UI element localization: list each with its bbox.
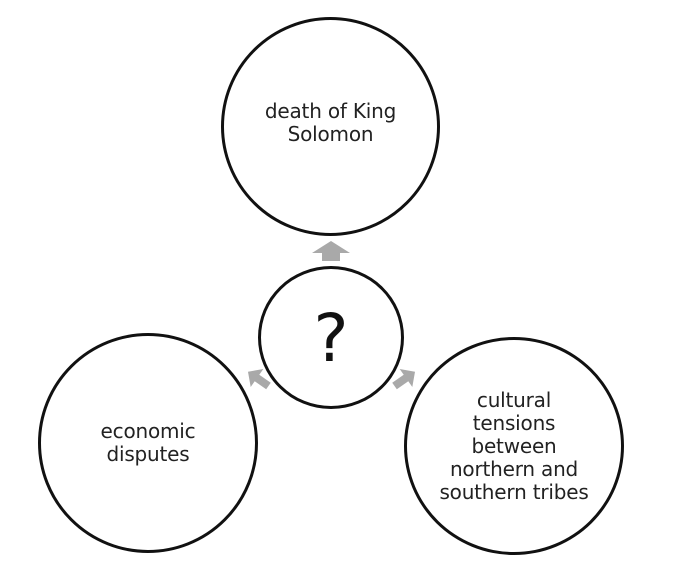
question-mark: ? [313, 299, 349, 377]
arrow-up-icon [312, 241, 350, 261]
node-center-unknown: ? [258, 266, 404, 409]
